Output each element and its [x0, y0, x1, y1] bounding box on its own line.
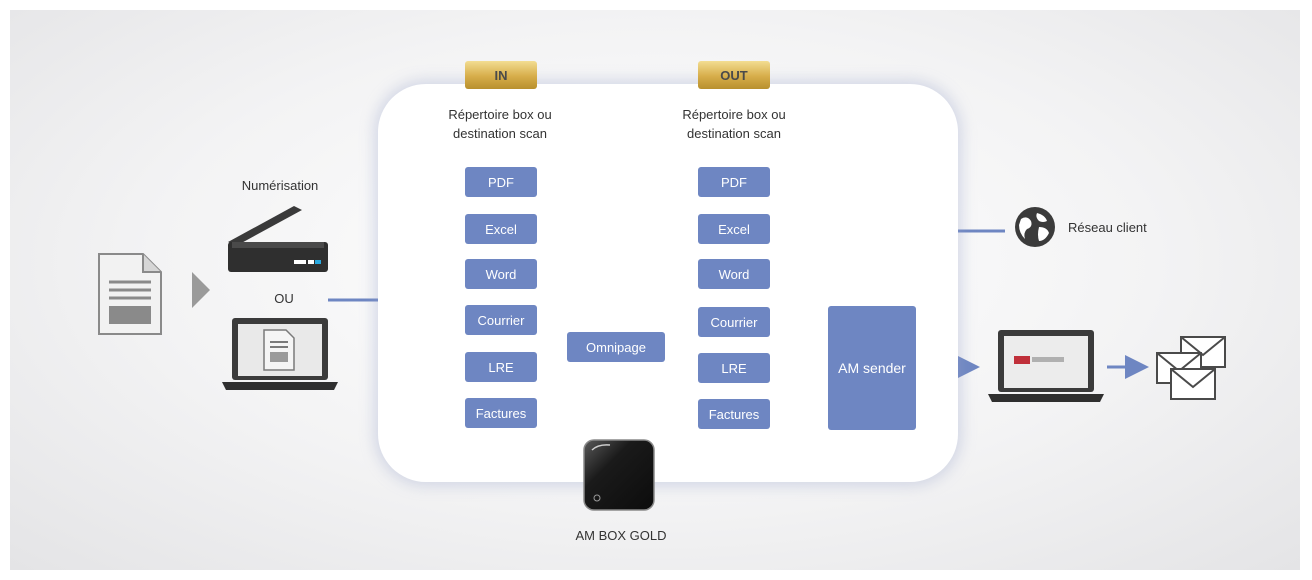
am-sender-box: AM sender — [828, 306, 916, 430]
scan-label: Numérisation — [241, 178, 319, 193]
output-laptop-icon — [988, 330, 1104, 402]
in-caption-line2: destination scan — [453, 126, 547, 141]
out-item-word: Word — [698, 259, 770, 289]
document-icon — [98, 253, 162, 335]
globe-icon — [1015, 207, 1055, 247]
am-box-device-icon — [583, 439, 655, 511]
in-item-pdf: PDF — [465, 167, 537, 197]
in-item-excel: Excel — [465, 214, 537, 244]
diagram-canvas: Numérisation OU IN OUT Répertoire box ou… — [10, 10, 1300, 570]
envelopes-icon — [1156, 336, 1226, 400]
scanner-icon — [228, 206, 328, 272]
in-item-courrier: Courrier — [465, 305, 537, 335]
in-item-word: Word — [465, 259, 537, 289]
omnipage-box: Omnipage — [567, 332, 665, 362]
in-tag: IN — [465, 61, 537, 89]
out-caption-line1: Répertoire box ou — [682, 107, 786, 122]
out-item-pdf: PDF — [698, 167, 770, 197]
or-label: OU — [274, 291, 294, 306]
out-item-lre: LRE — [698, 353, 770, 383]
laptop-icon — [222, 318, 338, 390]
out-caption-line2: destination scan — [687, 126, 781, 141]
in-caption: Répertoire box ou destination scan — [420, 105, 580, 143]
out-item-factures: Factures — [698, 399, 770, 429]
network-label: Réseau client — [1068, 220, 1147, 235]
in-caption-line1: Répertoire box ou — [448, 107, 552, 122]
device-label: AM BOX GOLD — [575, 528, 667, 543]
out-item-excel: Excel — [698, 214, 770, 244]
out-item-courrier: Courrier — [698, 307, 770, 337]
next-arrow-icon — [192, 272, 210, 308]
in-item-lre: LRE — [465, 352, 537, 382]
in-item-factures: Factures — [465, 398, 537, 428]
out-caption: Répertoire box ou destination scan — [654, 105, 814, 143]
out-tag: OUT — [698, 61, 770, 89]
